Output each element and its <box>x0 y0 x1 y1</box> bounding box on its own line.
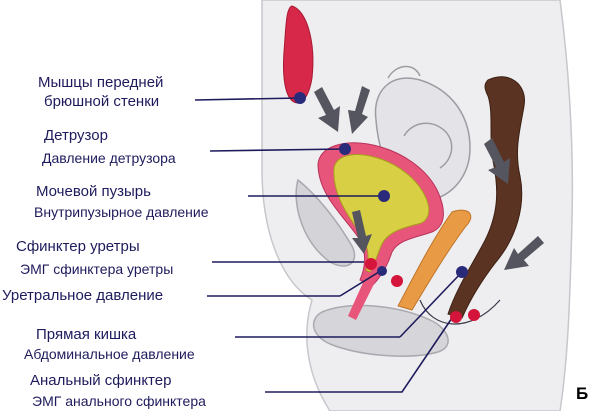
urethra <box>348 276 376 320</box>
arrow-icon <box>314 87 340 132</box>
leader-anal-sphincter <box>265 317 453 393</box>
label-urethral-sphincter: Сфинктер уретры <box>16 238 140 255</box>
leader-rectum-to-dot <box>399 271 463 338</box>
leader-abdominal <box>194 97 301 101</box>
label-urethral-pressure: Уретральное давление <box>2 287 164 304</box>
label-anal-sphincter: Анальный сфинктер <box>30 372 172 389</box>
label-bladder: Мочевой пузырь <box>36 183 151 200</box>
label-abdominal-muscles-line1: Мышцы передней <box>38 74 164 91</box>
measurement-points <box>294 92 480 323</box>
label-rectum: Прямая кишка <box>36 326 137 343</box>
pubic-bone <box>295 178 356 267</box>
arrow-icon <box>484 138 510 184</box>
pressure-arrows <box>314 86 544 270</box>
label-abdominal-pressure: Абдоминальное давление <box>24 346 195 362</box>
rectum <box>447 76 525 319</box>
dot-icon <box>378 190 390 202</box>
label-anal-sphincter-emg: ЭМГ анального сфинктера <box>32 393 206 409</box>
dot-icon <box>468 309 480 321</box>
leader-urethral-pressure-to-dot <box>339 269 383 297</box>
uterus-fold <box>387 65 421 79</box>
dot-icon <box>339 143 351 155</box>
label-urethral-sphincter-emg: ЭМГ сфинктера уретры <box>20 261 174 277</box>
dot-icon <box>365 258 377 270</box>
dot-icon <box>456 266 468 278</box>
arrow-icon <box>352 210 372 254</box>
perineum-tissue <box>312 304 449 357</box>
leader-detrusor <box>209 148 345 152</box>
abdominal-muscle <box>283 5 314 104</box>
label-abdominal-muscles-line2: брюшной стенки <box>44 93 160 110</box>
puborectalis-sling <box>419 299 501 325</box>
label-detrusor: Детрузор <box>44 127 108 144</box>
leader-lines <box>194 97 463 393</box>
label-detrusor-pressure: Давление детрузора <box>42 150 176 166</box>
dot-icon <box>294 92 306 104</box>
dot-icon <box>377 266 387 276</box>
label-intravesical-pressure: Внутрипузырное давление <box>34 204 209 220</box>
arrow-icon <box>504 236 544 270</box>
dot-icon <box>450 311 462 323</box>
panel-letter: Б <box>576 384 589 403</box>
dot-icon <box>391 275 403 287</box>
uterus-inner <box>403 122 453 169</box>
vagina <box>397 209 472 311</box>
arrow-icon <box>348 86 370 134</box>
